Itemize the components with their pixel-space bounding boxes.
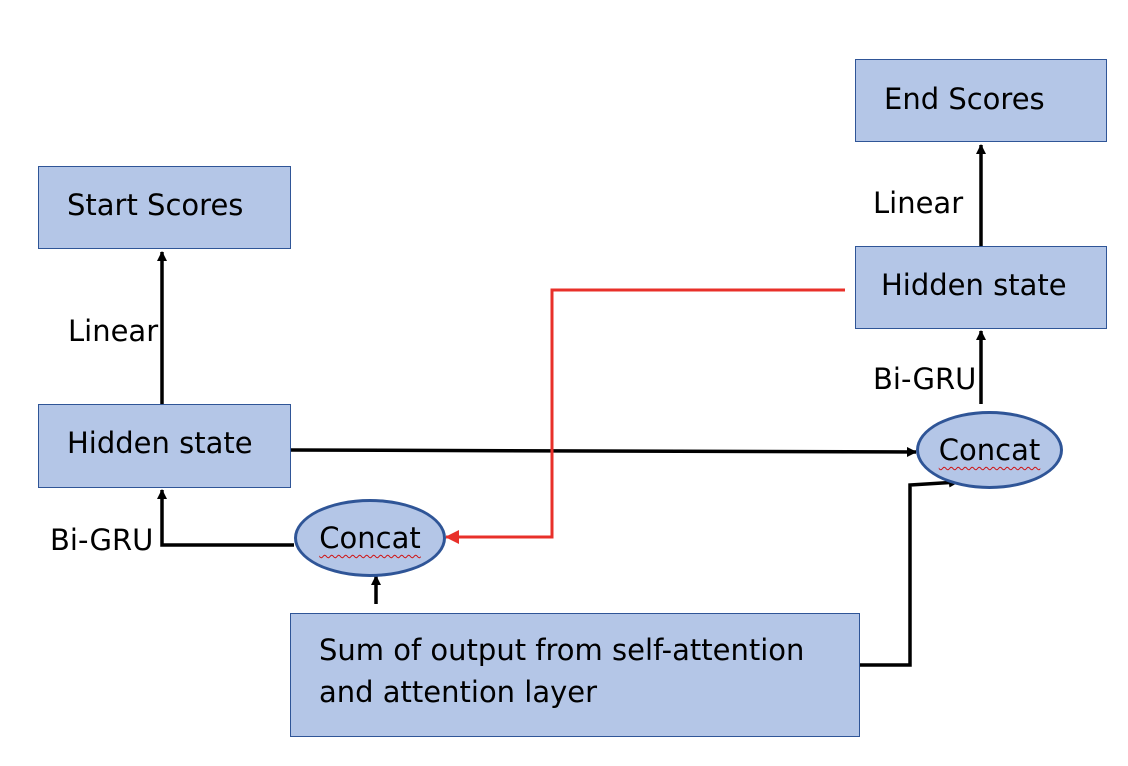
end-scores-box: End Scores (855, 59, 1107, 142)
sum-attention-line-2: and attention layer (319, 675, 598, 709)
hidden-state-left-box: Hidden state (38, 404, 291, 488)
bigru-right-label: Bi-GRU (873, 362, 977, 396)
concat-right-label: Concat (938, 433, 1041, 467)
linear-left-label: Linear (68, 314, 159, 348)
hidden-state-right-box: Hidden state (855, 246, 1107, 329)
linear-right-label: Linear (873, 186, 964, 220)
hidden-state-right-label: Hidden state (881, 268, 1067, 302)
hidden-state-left-label: Hidden state (67, 426, 253, 460)
arrow-hidden-right-to-concat-left (445, 288, 845, 544)
arrow-sum-to-concat-right (860, 477, 959, 667)
start-scores-label: Start Scores (67, 188, 244, 222)
start-scores-box: Start Scores (38, 166, 291, 249)
concat-right-node: Concat (916, 411, 1063, 489)
sum-attention-box: Sum of output from self-attention and at… (290, 613, 860, 737)
concat-left-node: Concat (294, 499, 446, 577)
arrow-concat-left-to-hidden-left (157, 489, 294, 547)
concat-left-label: Concat (319, 521, 421, 555)
bigru-left-label: Bi-GRU (50, 523, 154, 557)
sum-attention-line-1: Sum of output from self-attention (319, 633, 805, 667)
arrow-hidden-left-to-concat-right (289, 446, 917, 457)
end-scores-label: End Scores (884, 82, 1045, 116)
